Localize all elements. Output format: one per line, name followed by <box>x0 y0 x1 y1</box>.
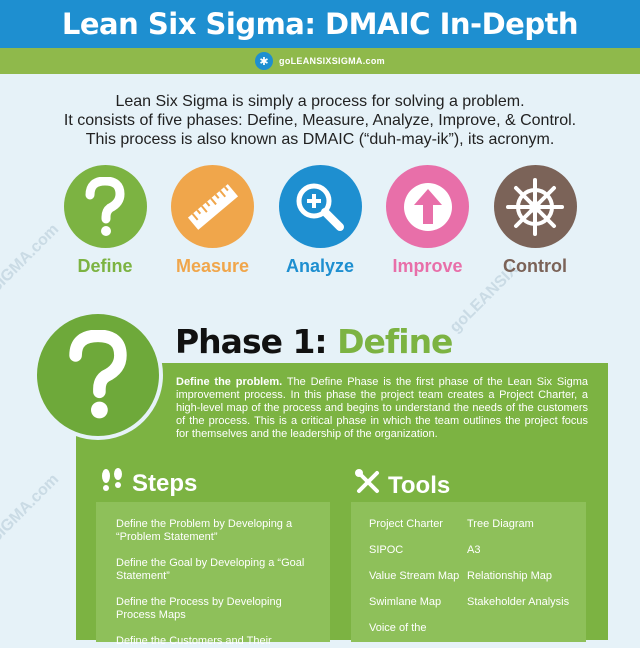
steps-heading: Steps <box>100 468 197 499</box>
phase-define: Define <box>55 165 155 277</box>
tools-heading: Tools <box>354 468 450 503</box>
list-item: Value Stream Map <box>369 570 460 582</box>
arrow-up-icon <box>386 165 469 248</box>
list-item: Project Charter <box>369 518 443 530</box>
ruler-icon <box>171 165 254 248</box>
phase-heading: Phase 1: Define <box>175 322 453 361</box>
list-item: Define the Problem by Developing a “Prob… <box>116 518 293 543</box>
phase-heading-prefix: Phase 1: <box>175 322 328 361</box>
list-item: Stakeholder Analysis <box>467 596 570 608</box>
footprints-icon <box>100 468 126 499</box>
list-item: Swimlane Map <box>369 596 442 608</box>
list-item: Define the Process by Developing Process… <box>116 596 282 621</box>
list-item: Relationship Map <box>467 570 552 582</box>
tools-icon <box>354 468 382 503</box>
header-bar: Lean Six Sigma: DMAIC In-Depth <box>0 0 640 48</box>
list-item: A3 <box>467 544 481 556</box>
description-body: The Define Phase is the first phase of t… <box>176 376 588 440</box>
intro-line: Lean Six Sigma is simply a process for s… <box>115 93 525 110</box>
watermark: SIGMA.com <box>0 470 63 547</box>
steps-list: Define the Problem by Developing a “Prob… <box>96 502 330 647</box>
list-item: Voice of the <box>369 622 427 634</box>
phase-label: Analyze <box>285 256 355 276</box>
question-mark-icon <box>33 310 163 440</box>
intro-line: It consists of five phases: Define, Meas… <box>63 112 577 129</box>
phase-heading-highlight: Define <box>337 322 453 361</box>
phase-label: Define <box>77 256 133 276</box>
phase-label: Control <box>503 256 567 276</box>
steps-heading-label: Steps <box>132 469 198 497</box>
page-title: Lean Six Sigma: DMAIC In-Depth <box>61 7 579 41</box>
phase-measure: Measure <box>163 165 263 277</box>
lightbulb-icon: ✱ <box>255 52 274 70</box>
phase-label: Improve <box>392 256 463 276</box>
intro-text: Lean Six Sigma is simply a process for s… <box>20 92 620 149</box>
ship-wheel-icon <box>493 165 577 248</box>
list-item: Define the Customers and Their <box>116 635 272 647</box>
tools-list: Project Charter Tree Diagram SIPOC A3 Va… <box>351 502 586 642</box>
tools-heading-label: Tools <box>388 471 451 499</box>
phase-analyze: Analyze <box>270 165 370 277</box>
brand-text: goLEANSIXSIGMA.com <box>279 56 385 66</box>
phase-row: Define Measure Analyze Improve Control <box>55 165 585 277</box>
phase-control: Control <box>485 165 585 277</box>
list-item: SIPOC <box>369 544 404 556</box>
list-item: Define the Goal by Developing a “Goal St… <box>116 557 305 582</box>
phase-description: Define the problem. The Define Phase is … <box>176 376 588 441</box>
description-lead: Define the problem. <box>176 376 283 388</box>
magnifier-icon <box>278 165 362 248</box>
watermark: SIGMA.com <box>0 220 63 297</box>
intro-line: This process is also known as DMAIC (“du… <box>85 131 555 148</box>
phase-improve: Improve <box>378 165 478 277</box>
brand-bar: ✱ goLEANSIXSIGMA.com <box>0 48 640 74</box>
question-mark-icon <box>63 165 147 248</box>
phase-label: Measure <box>175 256 250 276</box>
list-item: Tree Diagram <box>467 518 534 530</box>
